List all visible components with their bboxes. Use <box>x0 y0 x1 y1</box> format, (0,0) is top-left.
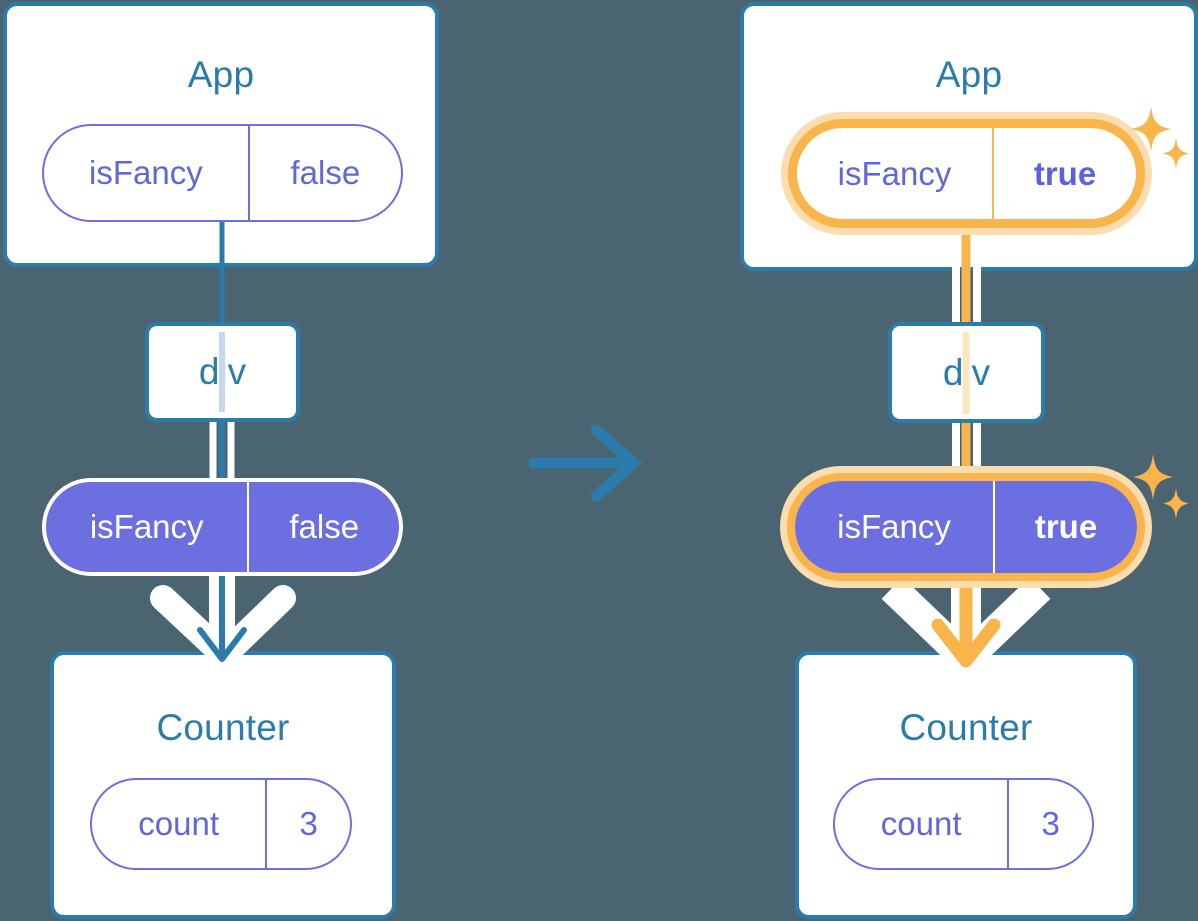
left-counter-state-value: 3 <box>265 780 350 868</box>
right-app-state-value: true <box>992 128 1136 219</box>
left-app-state-pill: isFancy false <box>42 124 403 222</box>
right-counter-title: Counter <box>899 707 1033 748</box>
left-prop-pill: isFancy false <box>42 478 403 576</box>
transition-right-arrow-icon <box>528 424 643 502</box>
left-app-state-name: isFancy <box>89 154 203 191</box>
left-prop-value: false <box>247 482 399 572</box>
left-counter-state-name: count <box>138 805 220 842</box>
left-app-title: App <box>187 54 255 95</box>
right-app-state-highlight-ring-inner <box>788 119 1145 228</box>
right-prop-pill: isFancy true <box>795 481 1137 573</box>
left-counter-state-pill: count 3 <box>90 778 352 870</box>
left-prop-name: isFancy <box>89 508 204 545</box>
right-counter-state-value: 3 <box>1007 780 1092 868</box>
right-prop-value: true <box>993 481 1137 573</box>
left-app-state-value: false <box>247 126 401 220</box>
left-counter-title: Counter <box>156 707 290 748</box>
right-app-title: App <box>935 54 1003 95</box>
right-counter-state-name: count <box>880 805 962 842</box>
right-app-state-name: isFancy <box>837 154 952 192</box>
right-app-state-pill: isFancy true <box>797 128 1136 219</box>
right-app-sparkle-icon <box>1131 106 1189 169</box>
right-prop-sparkle-icon <box>1133 454 1189 519</box>
right-prop-name: isFancy <box>837 508 951 545</box>
right-counter-state-pill: count 3 <box>833 778 1094 870</box>
